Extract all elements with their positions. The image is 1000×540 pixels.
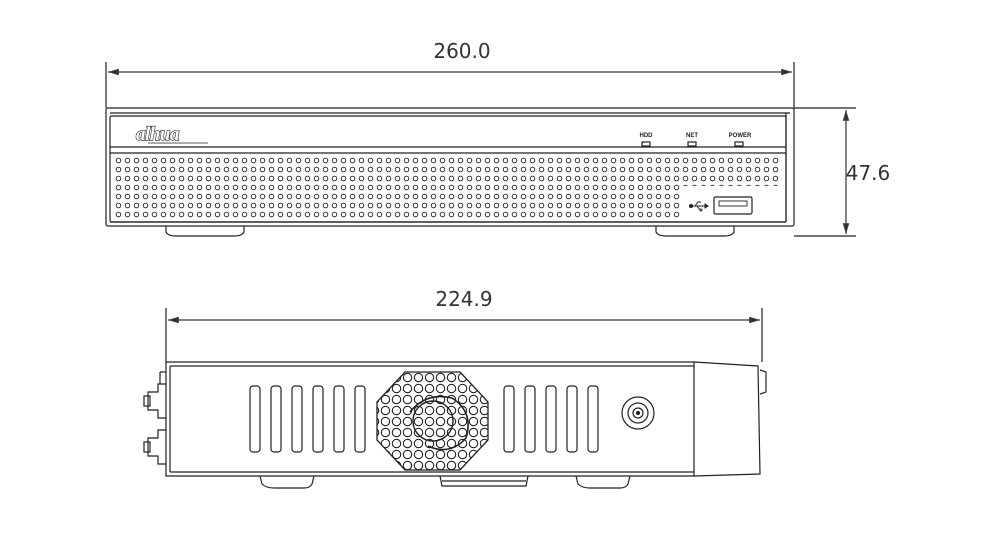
- power-led: [734, 141, 744, 147]
- side-view: [143, 308, 767, 489]
- side-foot-center: [439, 475, 529, 487]
- net-led: [687, 141, 697, 147]
- side-foot-left: [259, 475, 315, 489]
- usb-icon: [689, 201, 709, 212]
- brand-logo: alhua: [135, 123, 208, 146]
- front-foot-right: [655, 226, 735, 237]
- usb-port: [713, 196, 753, 215]
- right-vent-slots: [503, 385, 599, 453]
- coaxial-connector-icon: [621, 396, 655, 430]
- hdd-label: HDD: [640, 133, 654, 139]
- front-width-value: 260.0: [433, 39, 490, 63]
- hdd-led: [641, 141, 651, 147]
- front-foot-left: [165, 226, 245, 237]
- left-vent-slots: [249, 385, 366, 453]
- front-vent-grille: [114, 156, 782, 218]
- rear-connectors: [143, 371, 166, 465]
- net-label: NET: [686, 133, 698, 139]
- front-housing: [105, 107, 795, 227]
- svg-text:alhua: alhua: [136, 124, 180, 145]
- side-width-value: 224.9: [435, 287, 492, 311]
- front-view: alhua: [105, 62, 856, 237]
- side-foot-right: [575, 475, 631, 489]
- side-front-bezel: [693, 361, 761, 477]
- front-height-value: 47.6: [846, 161, 891, 185]
- power-label: POWER: [729, 133, 752, 139]
- fan-grille-icon: [376, 371, 489, 471]
